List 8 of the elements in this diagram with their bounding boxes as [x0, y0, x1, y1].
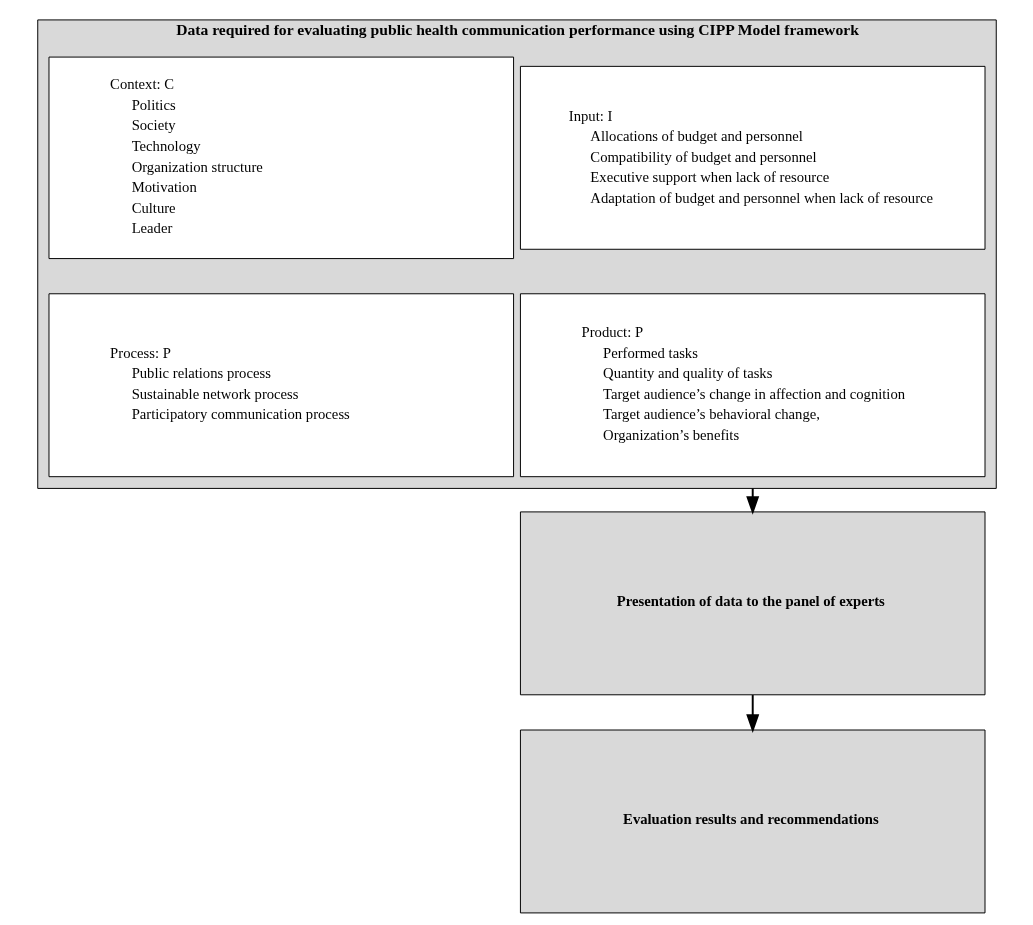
arrow	[745, 694, 759, 733]
node-box: Presentation of data to the panel of experts	[519, 511, 985, 696]
node-box: Evaluation results and recommendations	[519, 729, 985, 914]
arrow	[745, 487, 759, 515]
node-box: Input: I Allocations of budget and personnel Compatibility of budget and personnel Executive support when lack of resource Adaptation of budget and personnel when lack of resource	[519, 65, 985, 250]
node-box: Process: P Public relations process Sustainable network process Participatory communication process	[48, 293, 514, 478]
node-box: Context: C Politics Society Technology Organization structure Motivation Culture Leader	[48, 56, 514, 260]
node-box: Product: P Performed tasks Quantity and quality of tasks Target audience’s change in affection and cognition Target audience’s behavioral change, Organization’s benefits	[519, 293, 985, 478]
